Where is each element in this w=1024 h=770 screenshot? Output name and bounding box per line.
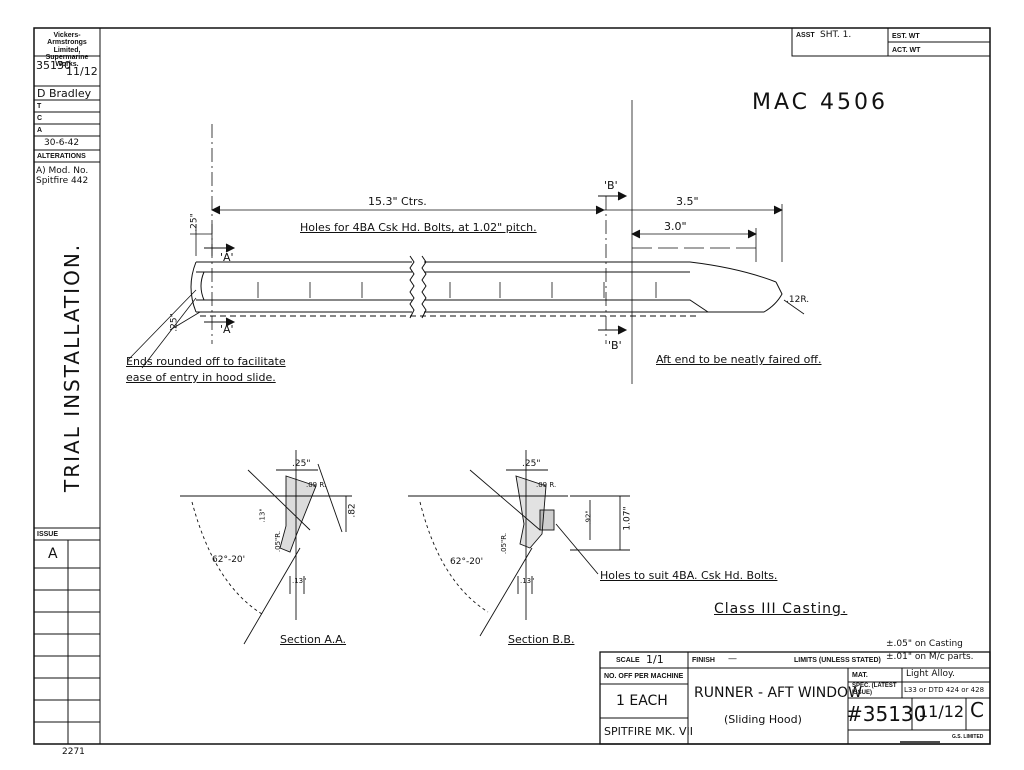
sec-bb-dim-4: .13" [520,577,535,585]
no-off-value: 1 EACH [616,693,668,709]
drawing-number-side: 35130 [36,59,71,72]
ends-note-line-2: ease of entry in hood slide. [126,371,276,384]
print-ref: G.S. LIMITED [952,734,984,740]
machine-type: SPITFIRE MK. VII [604,725,693,738]
sec-aa-dim-3: .82 [347,503,358,518]
scale-label: SCALE [616,657,640,664]
sec-aa-dim-1: .09 R. [306,481,327,489]
holes-suit-note: Holes to suit 4BA. Csk Hd. Bolts. [600,569,778,582]
sec-aa-dim-2: .13" [258,508,267,523]
dim-overall-centres: 15.3" Ctrs. [368,195,427,208]
drawing-date: 30-6-42 [44,138,80,148]
limits-value-machined: ±.01" on M/c parts. [886,652,974,662]
spec-value: L33 or DTD 424 or 428 [904,686,985,694]
section-aa-geometry [180,450,352,645]
sec-aa-dim-4: .13" [292,577,307,585]
drawn-by: D Bradley [37,87,92,100]
company-name: Vickers-Armstrongs Limited, Supermarine … [45,32,89,69]
sec-aa-angle: 62°-20' [212,555,246,565]
est-weight-label: EST. WT [892,33,920,40]
holes-note: Holes for 4BA Csk Hd. Bolts, at 1.02" pi… [300,221,537,234]
limits-label: LIMITS (UNLESS STATED) [794,657,881,664]
sec-aa-dim-5: .05"R. [274,530,283,553]
limits-value-casting: ±.05" on Casting [886,639,963,649]
issue-letter: C [970,698,984,722]
spec-label: SPEC. (LATEST ISSUE) [852,683,897,696]
material-label: MAT. [852,672,868,679]
sheet-number: 11/12 [918,702,965,721]
ends-note-line-1: Ends rounded off to facilitate [126,355,286,368]
finish-label: FINISH [692,657,715,664]
runner-elevation [190,255,783,319]
sec-bb-dim-3: 1.07" [622,506,633,531]
sec-bb-dim-5: .05"R. [500,532,509,555]
dim-end-side: .25" [169,313,180,332]
sec-bb-dim-0: .25" [522,459,541,469]
sec-aa-dim-0: .25" [292,459,311,469]
sec-bb-dim-2: .92" [584,510,593,525]
drawing-subtitle: (Sliding Hood) [724,713,802,726]
trial-installation-label: TRIAL INSTALLATION. [60,242,84,492]
section-bb-geometry [408,450,630,637]
section-marker-a-top: 'A' [220,251,234,264]
aft-end-note: Aft end to be neatly faired off. [656,353,822,366]
sec-bb-dim-1: .09 R. [536,481,557,489]
sheet-border [33,27,991,745]
assy-label: ASST [796,32,815,39]
material-value: Light Alloy. [906,669,955,679]
dim-end-top: .25" [189,213,200,232]
issue-value: A [48,546,58,562]
section-marker-b-top: 'B' [604,179,618,192]
sheet-fraction-side: 11/12 [66,65,98,78]
row-a: A [37,127,43,134]
issue-heading: ISSUE [37,531,59,538]
row-t: T [37,103,42,110]
dim-3-5: 3.5" [676,195,699,208]
casting-class: Class III Casting. [714,601,848,617]
dim-12r: .12R. [786,295,810,305]
dim-3-0: 3.0" [664,220,687,233]
finish-value: — [728,654,737,664]
section-bb-title: Section B.B. [508,633,575,646]
section-marker-a-bottom: 'A' [220,323,234,336]
assy-value: SHT. 1. [820,30,852,40]
no-off-label: NO. OFF PER MACHINE [604,673,684,680]
sec-bb-angle: 62°-20' [450,557,484,567]
alteration-entry: A) Mod. No. Spitfire 442 [36,166,89,187]
section-marker-b-bottom: 'B' [608,339,622,352]
row-c: C [37,115,43,122]
drawing-number: #35130 [846,702,927,726]
scale-value: 1/1 [646,653,664,666]
alterations-heading: ALTERATIONS [37,153,86,160]
bottom-ref: 2271 [62,747,85,757]
section-aa-title: Section A.A. [280,633,347,646]
act-weight-label: ACT. WT [892,47,921,54]
drawing-title: RUNNER - AFT WINDOW [694,685,862,701]
mac-number: MAC 4506 [752,90,888,115]
